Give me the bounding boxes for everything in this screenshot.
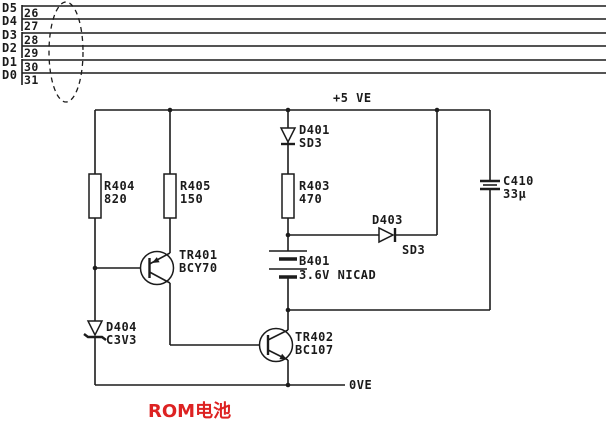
pin-number: 27: [24, 19, 39, 33]
junction-dot: [167, 107, 173, 113]
emitter-arrow: [279, 353, 287, 360]
bus-label: D5: [2, 1, 17, 15]
diode-symbol: [279, 127, 297, 144]
bus-label: D2: [2, 41, 17, 55]
junction-dot: [92, 265, 98, 271]
bus-row-d3: D3 28: [2, 28, 606, 47]
pin-number: 26: [24, 6, 39, 20]
pin-number: 31: [24, 73, 39, 87]
bus-label: D4: [2, 14, 17, 28]
resistor-symbol: [88, 173, 102, 219]
component-value-label: C3V3: [106, 333, 137, 347]
component-ref-label: C410: [503, 174, 534, 188]
bus-row-d0: D0 31: [2, 68, 606, 87]
bus-label: D1: [2, 55, 17, 69]
plus5v-label: +5 VE: [333, 91, 372, 105]
component-value-label: SD3: [402, 243, 425, 257]
component-value-label: 820: [104, 192, 127, 206]
component-ref-label: R403: [299, 179, 330, 193]
data-bus: D5 26 D4 27 D3 28 D2 29 D1: [2, 1, 606, 103]
component-value-label: BC107: [295, 343, 334, 357]
component-value-label: 150: [180, 192, 203, 206]
junction-dot: [285, 382, 291, 388]
transistor-circle: [139, 250, 175, 286]
capacitor-c410: C410 33µ: [480, 174, 534, 201]
zener-diode-d404: D404 C3V3: [83, 320, 137, 347]
pin-number: 28: [24, 33, 39, 47]
collector-lead: [149, 271, 171, 284]
component-ref-label: D401: [299, 123, 330, 137]
bus-label: D0: [2, 68, 17, 82]
caption-rom-battery: ROM电池: [148, 400, 231, 422]
connector-outline: [48, 1, 84, 103]
bus-row-d4: D4 27: [2, 14, 606, 33]
collector-lead: [267, 329, 289, 341]
circuit-wiring: [92, 107, 491, 388]
component-ref-label: TR401: [179, 248, 218, 262]
battery-b401: B401 3.6V NICAD: [269, 250, 376, 282]
component-value-label: 470: [299, 192, 322, 206]
component-value-label: BCY70: [179, 261, 218, 275]
resistor-r405: R405 150: [163, 173, 211, 219]
bus-row-d1: D1 30: [2, 55, 606, 74]
junction-dot: [285, 307, 291, 313]
transistor-circle: [258, 327, 294, 363]
transistor-tr401: TR401 BCY70: [139, 248, 218, 286]
component-ref-label: R405: [180, 179, 211, 193]
component-value-label: 33µ: [503, 187, 526, 201]
component-ref-label: D404: [106, 320, 137, 334]
junction-dot: [285, 107, 291, 113]
junction-dot: [285, 232, 291, 238]
bus-row-d2: D2 29: [2, 41, 606, 60]
emitter-arrow: [152, 257, 160, 263]
zener-symbol: [86, 320, 104, 337]
zener-bar: [83, 333, 107, 341]
component-value-label: SD3: [299, 136, 322, 150]
diode-symbol: [378, 226, 395, 244]
resistor-r403: R403 470: [281, 173, 330, 219]
pin-number: 29: [24, 46, 39, 60]
bus-row-d5: D5 26: [2, 1, 606, 20]
resistor-r404: R404 820: [88, 173, 135, 219]
junction-dot: [434, 107, 440, 113]
transistor-tr402: TR402 BC107: [258, 327, 334, 363]
component-ref-label: TR402: [295, 330, 334, 344]
diode-d403: D403 SD3: [372, 213, 425, 257]
diode-d401: D401 SD3: [279, 123, 330, 150]
ground-label: 0VE: [349, 378, 372, 392]
component-value-label: 3.6V NICAD: [299, 268, 376, 282]
component-ref-label: R404: [104, 179, 135, 193]
component-ref-label: B401: [299, 254, 330, 268]
component-ref-label: D403: [372, 213, 403, 227]
pin-number: 30: [24, 60, 39, 74]
resistor-symbol: [281, 173, 295, 219]
resistor-symbol: [163, 173, 177, 219]
bus-label: D3: [2, 28, 17, 42]
